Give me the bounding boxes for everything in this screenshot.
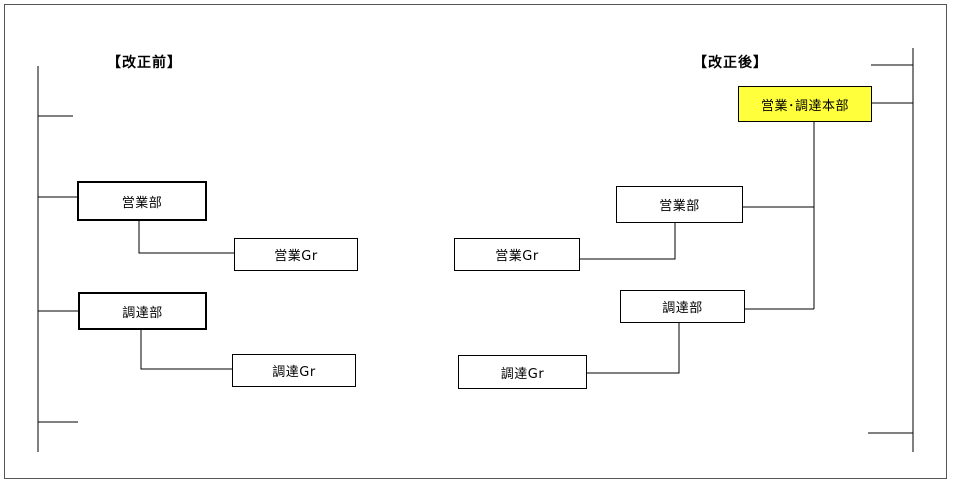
after-procurement-dept-label: 調達部 [662,301,703,316]
before-sales-dept-box: 営業部 [77,181,207,221]
before-procurement-gr-box: 調達Gr [232,354,356,387]
after-procurement-dept-box: 調達部 [620,290,745,323]
after-sales-gr-box: 営業Gr [454,238,580,271]
after-sales-dept-box: 営業部 [616,186,743,223]
before-procurement-to-gr [140,329,232,370]
after-sales-dept-label: 営業部 [659,199,700,214]
before-title: 【改正前】 [107,55,182,71]
after-procurement-gr-box: 調達Gr [458,355,587,389]
before-procurement-gr-label: 調達Gr [272,365,316,380]
after-sales-gr-label: 営業Gr [495,249,539,264]
before-procurement-dept-box: 調達部 [78,292,207,330]
after-procurement-to-gr [587,323,680,374]
before-sales-dept-label: 営業部 [121,195,163,211]
after-hq-box: 営業･調達本部 [738,86,872,122]
before-sales-gr-label: 営業Gr [274,249,318,264]
after-hq-label: 営業･調達本部 [760,98,849,114]
after-title: 【改正後】 [693,55,768,71]
after-sales-to-gr [578,223,676,260]
before-sales-gr-box: 営業Gr [234,238,358,271]
before-sales-to-gr [138,220,234,254]
after-procurement-gr-label: 調達Gr [500,366,545,382]
before-procurement-dept-label: 調達部 [122,305,163,321]
